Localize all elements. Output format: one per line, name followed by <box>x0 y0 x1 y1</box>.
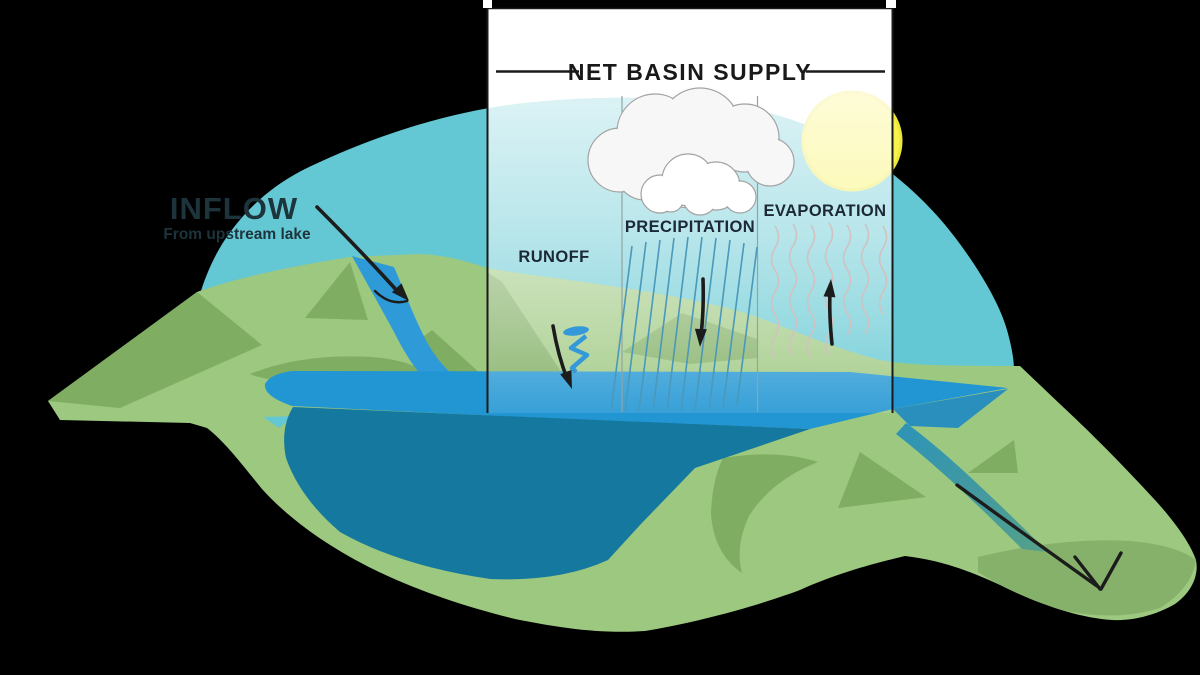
runoff-stream <box>563 326 590 374</box>
vapor-lines <box>770 222 888 359</box>
panel-title: NET BASIN SUPPLY <box>568 59 812 85</box>
runoff-arrow <box>551 324 572 389</box>
inflow-sublabel: From upstream lake <box>163 226 311 243</box>
outflow-arrow <box>955 483 1123 591</box>
precipitation-label: PRECIPITATION <box>625 218 755 236</box>
outflow-river <box>893 389 1048 552</box>
inflow-arrow <box>315 205 409 304</box>
border-tab-left <box>483 0 492 8</box>
precipitation-arrow <box>694 277 707 347</box>
arrows <box>315 205 1123 591</box>
cloud-icon <box>587 87 795 216</box>
lake-deep <box>284 407 811 580</box>
evaporation-label: EVAPORATION <box>764 202 887 220</box>
evaporation-arrow <box>823 279 836 346</box>
inflow-river <box>352 256 484 396</box>
runoff-label: RUNOFF <box>518 248 589 266</box>
border-tab-right <box>886 0 896 8</box>
rain-lines <box>610 236 758 412</box>
inflow-label: INFLOW <box>170 191 298 226</box>
panel-borders <box>486 7 894 413</box>
lake-notch <box>263 416 293 428</box>
